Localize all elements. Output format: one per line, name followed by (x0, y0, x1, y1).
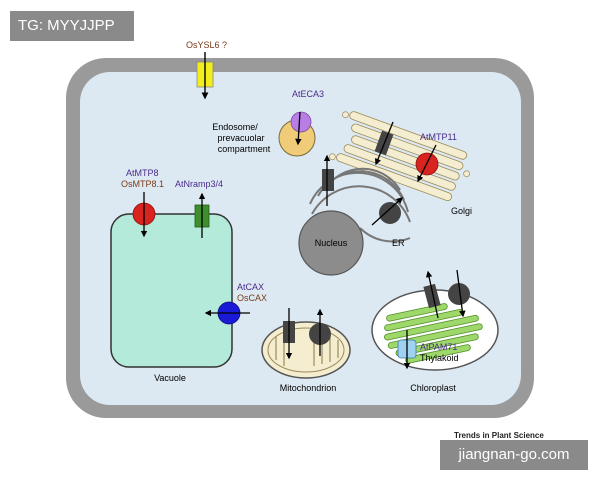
thylakoid-stacks (384, 303, 483, 364)
er-label: ER (392, 238, 405, 248)
ateca3-label: AtECA3 (292, 89, 324, 99)
watermark-bottom: jiangnan-go.com (440, 440, 588, 470)
endosome-label-line2: prevacuolar (217, 133, 264, 143)
nucleus (298, 210, 364, 276)
er-channel-transporter (322, 169, 334, 191)
atmtp11-arrow (417, 144, 437, 183)
endosome-label-line1: Endosome/ (212, 122, 258, 132)
osmtp81-label: OsMTP8.1 (121, 179, 164, 189)
endosome-label-line3: compartment (218, 144, 271, 154)
ateca3-arrow (295, 111, 302, 146)
mitochondrion-label: Mitochondrion (280, 383, 337, 393)
ateca3-transporter (290, 111, 312, 133)
vacuole-label: Vacuole (154, 373, 186, 383)
chloro-transporter (448, 283, 470, 305)
nucleus-label: Nucleus (315, 238, 348, 248)
watermark-top: TG: MYYJJPP (10, 11, 134, 41)
atmtp8-label: AtMTP8 (126, 168, 159, 178)
thylakoid-label: Thylakoid (420, 353, 459, 363)
golgi-label: Golgi (451, 206, 472, 216)
chloro-transporter-arrow (456, 269, 466, 318)
atcax-label: AtCAX (237, 282, 264, 292)
oscax-label: OsCAX (237, 293, 267, 303)
golgi-channel-arrow (374, 121, 394, 166)
chloro-channel-arrow (425, 270, 439, 319)
atmtp11-label: AtMTP11 (420, 132, 457, 142)
osysl6-label: OsYSL6 ? (186, 40, 227, 50)
atpam71-label: AtPAM71 (420, 342, 457, 352)
er-transporter-arrow (371, 197, 403, 226)
er-transporter (379, 202, 401, 224)
vacuole (110, 213, 233, 368)
chloroplast-label: Chloroplast (410, 383, 456, 393)
mitochondrion-inner (267, 327, 345, 373)
chloro-channel-transporter (423, 283, 441, 309)
journal-credit: Trends in Plant Science (454, 431, 544, 440)
atnramp-label: AtNramp3/4 (175, 179, 223, 189)
